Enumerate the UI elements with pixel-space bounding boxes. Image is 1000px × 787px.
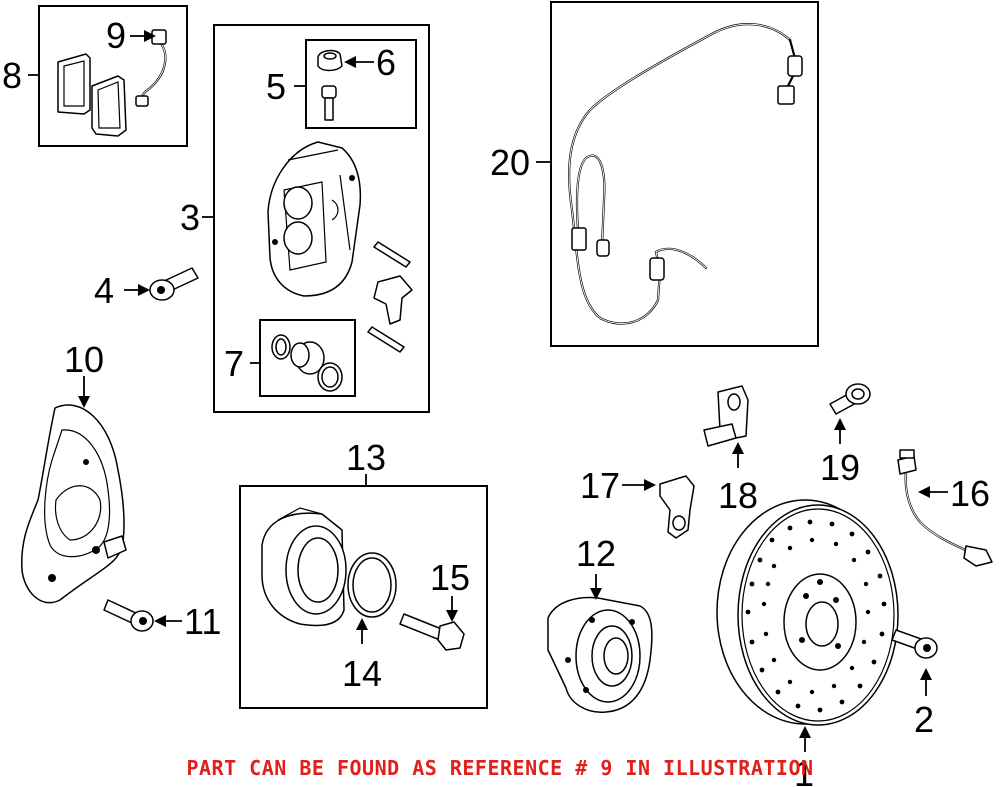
callout-1: 1 <box>794 753 814 787</box>
sensor-connector-plug <box>777 85 795 105</box>
caliper-body <box>267 141 362 297</box>
wear-sensor-connector <box>151 29 167 45</box>
wheel-bearing-box <box>239 485 488 709</box>
brake-caliper-box <box>213 24 430 413</box>
splash-shield[interactable] <box>21 404 127 604</box>
callout-3: 3 <box>180 197 200 238</box>
sensor-bolt[interactable] <box>829 383 871 415</box>
speed-sensor-wire-group[interactable] <box>550 1 819 347</box>
callout-10: 10 <box>64 339 104 380</box>
sensor-grommet <box>649 257 665 281</box>
callout-2: 2 <box>914 699 934 740</box>
callout-13: 13 <box>346 437 386 478</box>
rotor-bolt[interactable] <box>891 629 938 659</box>
callout-19: 19 <box>820 447 860 488</box>
bleeder-screw <box>321 85 337 99</box>
wire-clip-right <box>596 239 610 257</box>
anti-rattle-spring <box>373 275 413 325</box>
brake-pad-inner <box>57 53 91 115</box>
hub-bolt <box>399 613 445 641</box>
caliper-piston-bore-upper <box>283 186 313 220</box>
callout-18: 18 <box>718 475 758 516</box>
sensor-bracket[interactable] <box>659 475 695 539</box>
callout-11: 11 <box>184 601 221 642</box>
callout-17: 17 <box>580 465 620 506</box>
speed-sensor-wire-box <box>550 1 819 347</box>
bleeder-screw-box <box>305 39 417 129</box>
callout-14: 14 <box>342 653 382 694</box>
callout-20: 20 <box>490 142 530 183</box>
callout-6: 6 <box>376 42 396 83</box>
wear-sensor-tip <box>135 95 149 107</box>
retaining-pin-lower <box>367 326 405 353</box>
callout-4: 4 <box>94 270 114 311</box>
callout-9: 9 <box>106 15 126 56</box>
reference-note: PART CAN BE FOUND AS REFERENCE # 9 IN IL… <box>186 756 814 780</box>
speed-sensor[interactable] <box>703 385 749 447</box>
brake-caliper-group[interactable] <box>213 24 430 413</box>
brake-rotor[interactable] <box>716 499 899 726</box>
caliper-piston-bore-lower <box>283 221 313 255</box>
brake-pad-set-box <box>38 5 188 147</box>
callout-5: 5 <box>266 66 286 107</box>
wheel-bearing-group[interactable] <box>239 485 488 709</box>
sensor-connector-upper <box>787 55 803 77</box>
retaining-pin-upper <box>373 241 411 268</box>
callout-12: 12 <box>576 533 616 574</box>
caliper-bolt[interactable] <box>149 267 199 301</box>
callout-16: 16 <box>950 473 990 514</box>
brake-pad-outer <box>91 75 127 137</box>
seal-kit-box <box>259 319 356 397</box>
brake-hose[interactable] <box>897 449 993 567</box>
leader-lines <box>28 30 948 752</box>
splash-shield-bolt[interactable] <box>103 599 154 632</box>
callout-8: 8 <box>2 55 22 96</box>
callout-numbers: 8 9 6 5 3 7 4 20 10 11 13 14 15 12 17 18… <box>2 15 990 787</box>
callout-15: 15 <box>430 557 470 598</box>
wire-clip-left <box>571 227 587 251</box>
callout-7: 7 <box>224 343 244 384</box>
wheel-hub[interactable] <box>547 596 653 713</box>
